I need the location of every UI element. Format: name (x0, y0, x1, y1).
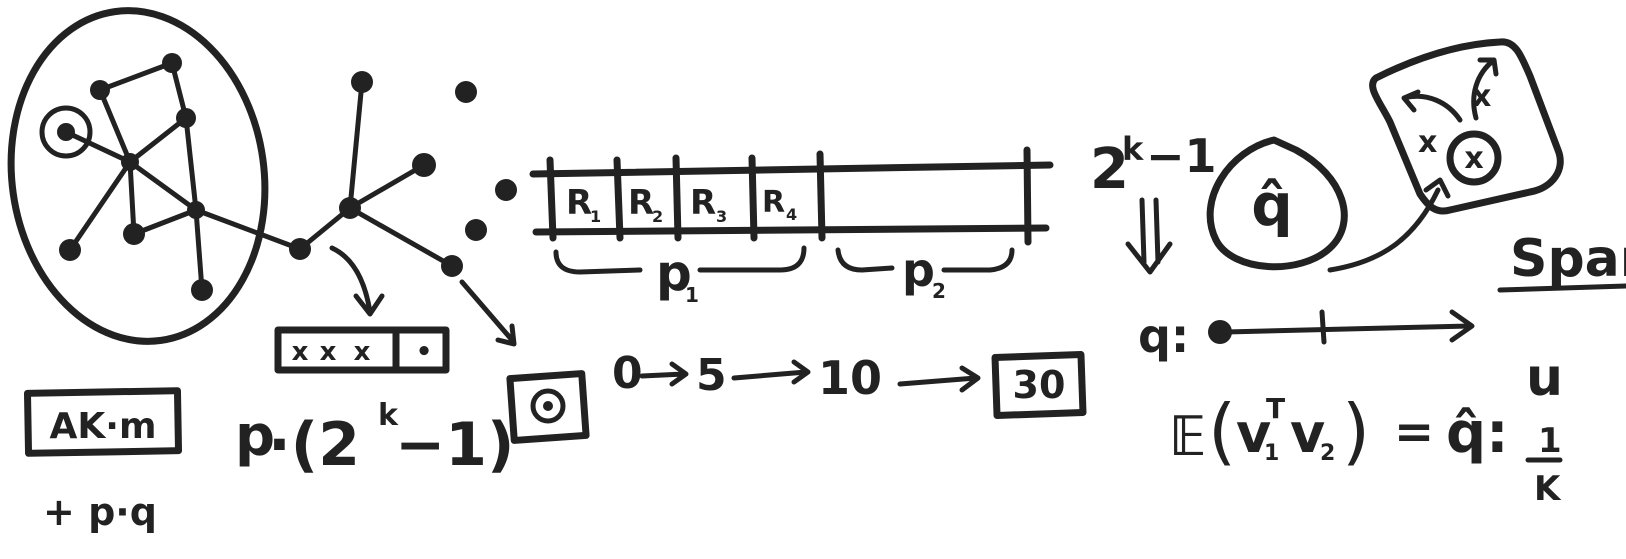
power-base: 2 (1090, 137, 1129, 202)
register-strip: R 1 R 2 R 3 R 4 p 1 p 2 (529, 146, 1054, 307)
right-section: 2 k −1 q̂ x x x Spar q: 𝔼 ( v T 1 v 2 ) (1090, 38, 1626, 509)
svg-text:T: T (1266, 392, 1285, 425)
spar-label: Spar (1510, 229, 1626, 289)
graph-node (123, 223, 145, 245)
svg-text:2: 2 (932, 279, 946, 303)
formula-box-text: AK·m (50, 406, 157, 447)
isolated-node (465, 219, 487, 241)
end-box (991, 351, 1087, 419)
start-box (506, 370, 590, 444)
seq-value-0: 0 (612, 348, 643, 399)
cluster-ellipse (7, 7, 269, 345)
u-label: u (1526, 348, 1563, 408)
isolated-node (455, 81, 477, 103)
svg-text:2: 2 (652, 207, 663, 226)
register-r2: R (628, 183, 654, 223)
qhat-second: q̂: (1446, 401, 1508, 466)
isolated-node (495, 179, 517, 201)
svg-text:p: p (656, 244, 692, 302)
q-axis-start (1208, 320, 1232, 344)
svg-text:4: 4 (786, 205, 797, 224)
seq-value-10: 10 (818, 351, 882, 405)
cross-box (1369, 38, 1564, 215)
svg-text:(: ( (1208, 389, 1236, 473)
svg-text:p: p (902, 243, 935, 297)
cross-mark: x (1418, 125, 1437, 160)
power-tail: −1 (1146, 129, 1217, 183)
graph-nodes (39, 53, 517, 301)
svg-text:1: 1 (590, 207, 601, 226)
array-cell: • (416, 337, 433, 367)
small-array: x x x • (274, 326, 450, 374)
array-cell: x (320, 337, 337, 367)
svg-text:·(2: ·(2 (268, 410, 360, 480)
power-exp: k (1122, 130, 1144, 168)
graph-node (339, 197, 361, 219)
graph-node (162, 53, 182, 73)
svg-text:1: 1 (1264, 441, 1279, 466)
graph-node (289, 238, 311, 260)
formula-extra: + p·q (43, 490, 157, 534)
graph-node (191, 279, 213, 301)
svg-text:1: 1 (685, 283, 699, 307)
seq-value-5: 5 (696, 350, 727, 401)
curved-arrow (329, 245, 373, 315)
graph-cluster: AK·m + p·q (7, 7, 517, 534)
register-r3: R (690, 183, 716, 223)
graph-node (412, 153, 436, 177)
cross-mark: x (1472, 79, 1491, 114)
svg-text:3: 3 (716, 207, 727, 226)
source-node-ring (39, 105, 93, 159)
sequence-row: 0 5 10 30 (506, 348, 1087, 444)
svg-text:): ) (1342, 389, 1370, 473)
svg-text:k: k (378, 398, 399, 433)
formula-box (23, 387, 183, 457)
q-label: q: (1138, 309, 1189, 363)
svg-text:v: v (1236, 402, 1271, 465)
equals-sign: = (1394, 404, 1434, 460)
svg-text:2: 2 (1320, 441, 1335, 466)
frac-den: K (1534, 469, 1562, 509)
graph-node (187, 201, 205, 219)
frac-num: 1 (1538, 421, 1562, 461)
source-node (57, 123, 75, 141)
seq-value-30: 30 (1013, 363, 1066, 407)
array-cell: x (354, 337, 371, 367)
graph-node (351, 71, 373, 93)
brace-p2 (835, 247, 1015, 273)
brace-p1 (553, 245, 807, 275)
svg-text:p: p (235, 404, 275, 469)
register-r1: R (566, 183, 592, 223)
graph-node (90, 80, 110, 100)
graph-node (59, 239, 81, 261)
svg-text:v: v (1290, 402, 1325, 465)
middle-section: x x x • p ·(2 k −1) (235, 245, 517, 480)
qhat-label: q̂ (1251, 171, 1293, 239)
expect-E: 𝔼 (1170, 405, 1207, 468)
double-down-arrow (1125, 197, 1173, 275)
middle-formula: p ·(2 k −1) (235, 398, 514, 480)
graph-node (121, 153, 139, 171)
register-r4: R (762, 185, 785, 220)
qhat-teardrop (1206, 136, 1348, 271)
graph-edges (63, 60, 455, 293)
graph-node (441, 255, 463, 277)
array-cell: x (292, 337, 309, 367)
arrow-to-start-box (459, 279, 515, 343)
graph-node (176, 108, 196, 128)
cross-mark-circled: x (1464, 141, 1483, 176)
svg-text:−1): −1) (395, 410, 514, 480)
